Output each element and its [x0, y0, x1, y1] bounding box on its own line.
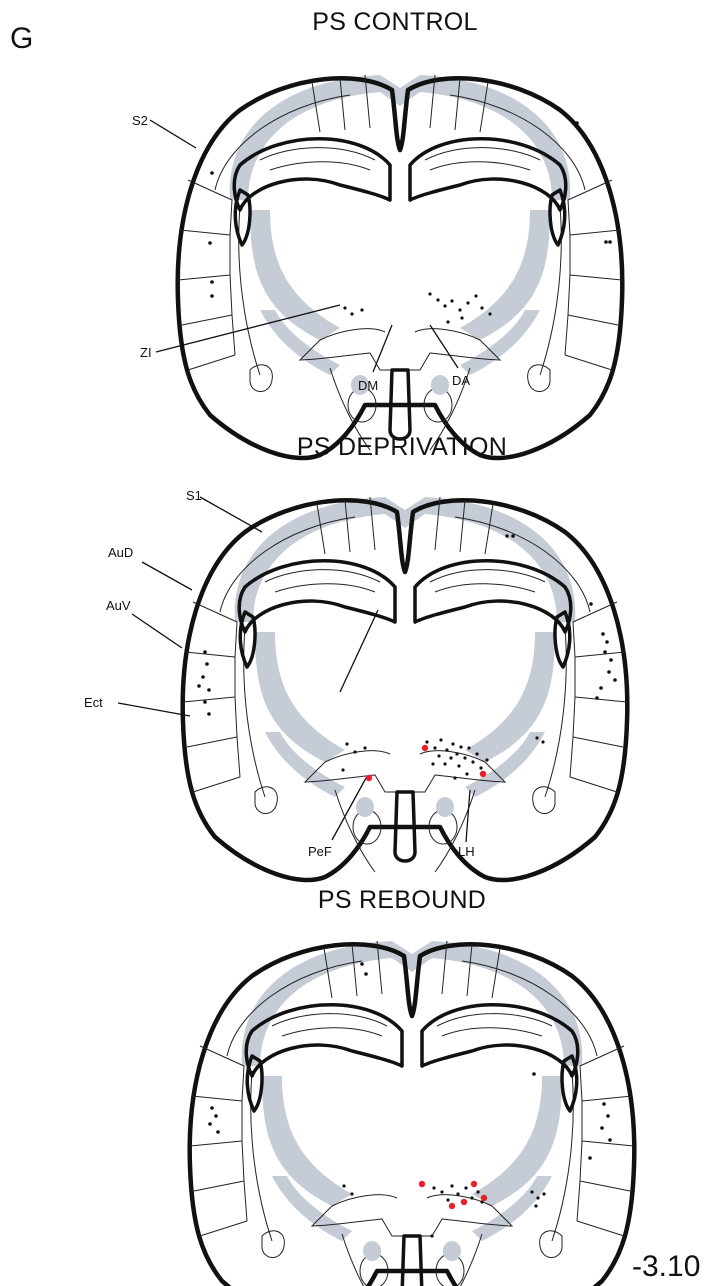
brain-section-rebound — [190, 941, 635, 1286]
section-title-rebound: PS REBOUND — [318, 886, 486, 914]
label-da: DA — [452, 373, 470, 388]
label-pef: PeF — [308, 844, 332, 859]
bregma-coordinate: -3.10 — [632, 1250, 700, 1283]
section-title-control: PS CONTROL — [312, 8, 478, 36]
label-aud: AuD — [108, 545, 133, 560]
label-auv: AuV — [106, 598, 131, 613]
brain-section-control — [178, 75, 623, 458]
section-title-deprivation: PS DEPRIVATION — [297, 433, 507, 461]
label-ect: Ect — [84, 695, 103, 710]
label-s1: S1 — [186, 488, 202, 503]
label-lh: LH — [458, 844, 475, 859]
brain-section-deprivation — [183, 497, 628, 880]
label-zi: ZI — [140, 345, 152, 360]
label-dm: DM — [358, 378, 378, 393]
panel-letter: G — [10, 22, 33, 55]
label-s2: S2 — [132, 113, 148, 128]
